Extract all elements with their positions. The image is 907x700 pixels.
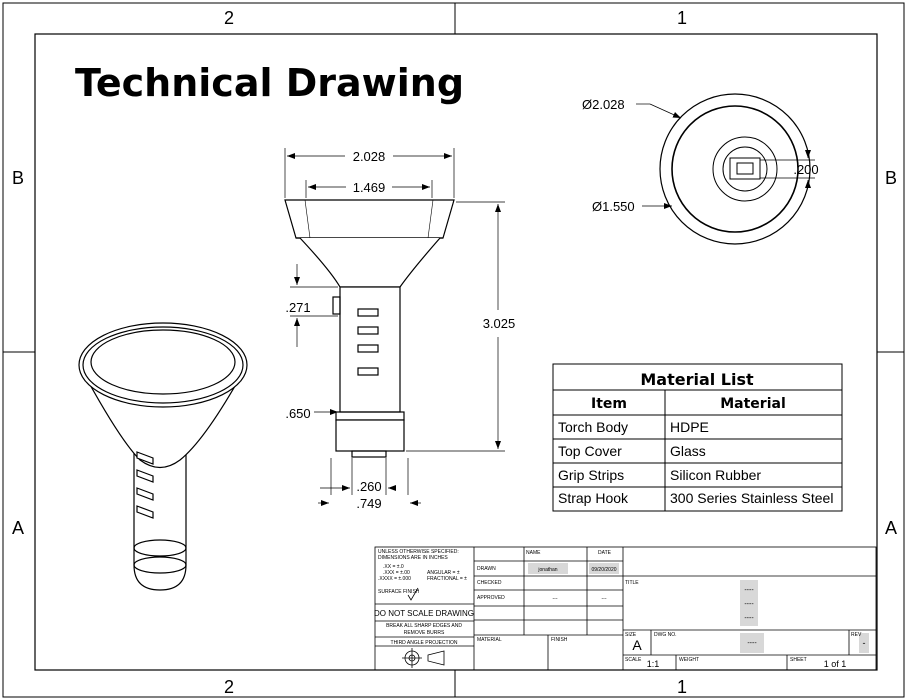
tb-title-label: TITLE: [625, 580, 639, 586]
front-view: [284, 199, 455, 458]
tb-approved-name: ---: [553, 596, 558, 602]
tb-size-label: SIZE: [625, 632, 637, 638]
tb-dwg-no-value: ----: [747, 640, 757, 647]
dim-inner-width: 1.469: [353, 180, 386, 195]
material-row-item: Grip Strips: [558, 467, 624, 483]
zone-col-top-2: 2: [224, 8, 234, 28]
tb-surface-finish: SURFACE FINISH: [378, 589, 420, 595]
front-dimensions: [284, 148, 505, 506]
dim-bottom-height: .650: [285, 406, 310, 421]
tb-scale-label: SCALE: [625, 657, 642, 663]
dim-tip-width: .260: [356, 479, 381, 494]
tb-title-line: ----: [744, 615, 754, 622]
tb-rev-value: -: [863, 638, 866, 648]
zone-col-top-1: 1: [677, 8, 687, 28]
tb-name-label: NAME: [526, 550, 541, 556]
tb-drawn-name: jonathan: [537, 567, 557, 573]
zone-col-bottom-1: 1: [677, 677, 687, 697]
material-list-header-material: Material: [720, 396, 786, 412]
tb-size-value: A: [632, 637, 642, 653]
tb-tol-xx: .XXX = ±.00: [383, 570, 410, 576]
material-row-material: Glass: [670, 443, 706, 459]
tb-rev-label: REV: [851, 632, 862, 638]
material-list-title: Material List: [640, 370, 754, 389]
dim-hook-size: .200: [793, 162, 818, 177]
tb-fractional: FRACTIONAL = ±: [427, 576, 467, 582]
material-row-item: Top Cover: [558, 443, 622, 459]
tb-title-line: ----: [744, 587, 754, 594]
dim-outer-width: 2.028: [353, 149, 386, 164]
material-row-material: Silicon Rubber: [670, 467, 761, 483]
dim-height: 3.025: [483, 316, 516, 331]
material-list-header-item: Item: [591, 396, 627, 412]
zone-row-right-a: A: [885, 518, 897, 538]
tb-finish-label: FINISH: [551, 637, 568, 643]
material-row-item: Strap Hook: [558, 490, 629, 506]
dim-base-width: .749: [356, 496, 381, 511]
title-block-shading: [528, 563, 869, 653]
tb-weight-label: WEIGHT: [679, 657, 699, 663]
tb-sheet-label: SHEET: [790, 657, 807, 663]
isometric-view: [78, 322, 248, 591]
tb-material-label: MATERIAL: [477, 637, 502, 643]
dim-strip-height: .271: [285, 300, 310, 315]
surface-finish-icon: [407, 587, 419, 601]
tb-unless-1: UNLESS OTHERWISE SPECIFIED:: [378, 549, 459, 555]
third-angle-projection-icon: [402, 648, 445, 668]
material-row-material: 300 Series Stainless Steel: [670, 490, 833, 506]
zone-row-right-b: B: [885, 168, 897, 188]
tb-approved-date: ---: [602, 596, 607, 602]
tb-drawn-date: 09/20/2020: [591, 567, 616, 573]
tb-checked-label: CHECKED: [477, 580, 502, 586]
material-row-item: Torch Body: [558, 419, 628, 435]
tb-angular: ANGULAR = ±: [427, 570, 460, 576]
dim-top-outer-dia: Ø2.028: [582, 97, 625, 112]
zone-col-bottom-2: 2: [224, 677, 234, 697]
tb-do-not-scale: DO NOT SCALE DRAWING: [374, 609, 474, 618]
tb-title-line: ----: [744, 601, 754, 608]
tb-dwg-no-label: DWG NO.: [654, 632, 677, 638]
tb-scale-value: 1:1: [647, 659, 660, 669]
material-list-table: [552, 363, 843, 512]
tb-break-edges-1: BREAK ALL SHARP EDGES AND: [386, 623, 462, 629]
title-block: [374, 546, 877, 671]
zone-row-left-a: A: [12, 518, 24, 538]
tb-tol-xxx: .XXXX = ±.000: [378, 576, 411, 582]
tb-date-label: DATE: [598, 550, 612, 556]
tb-sheet-value: 1 of 1: [824, 659, 847, 669]
tb-break-edges-2: REMOVE BURRS: [404, 630, 445, 636]
material-row-material: HDPE: [670, 419, 709, 435]
tb-approved-label: APPROVED: [477, 595, 505, 601]
zone-row-left-b: B: [12, 168, 24, 188]
tb-drawn-label: DRAWN: [477, 566, 496, 572]
page-title: Technical Drawing: [75, 61, 464, 105]
tb-tol-x: .XX = ±.0: [383, 564, 404, 570]
dim-top-inner-dia: Ø1.550: [592, 199, 635, 214]
top-view: [636, 93, 815, 245]
tb-projection: THIRD ANGLE PROJECTION: [391, 640, 458, 646]
tb-unless-2: DIMENSIONS ARE IN INCHES: [378, 555, 448, 561]
